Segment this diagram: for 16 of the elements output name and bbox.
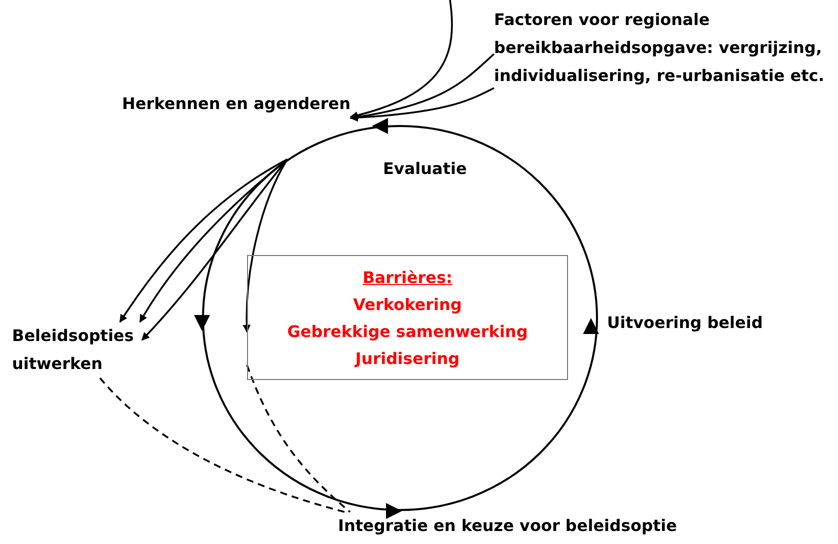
stage-label: Beleidsopties uitwerken [12,322,142,378]
stage-label: Integratie en keuze voor beleidsoptie [338,512,677,540]
barrier-item: Juridisering [355,349,460,368]
barrier-item: Verkokering [353,295,462,314]
arrow [350,87,494,122]
arrow [350,0,453,119]
factors-note: Factoren voor regionale bereikbaarheidsopgave: vergrijzing, individualisering, re-urbanisatie etc. [494,6,838,90]
barrier-item: Gebrekkige samenwerking [287,322,528,341]
arrow [242,158,288,333]
dashed-line [99,377,346,513]
dashed-line [246,364,351,513]
stage-label: Herkennen en agenderen [122,90,351,118]
stage-label: Uitvoering beleid [607,312,763,334]
stage-label: Evaluatie [383,158,467,180]
barrier-box [247,255,568,380]
box-heading: Barrières: [362,268,452,287]
